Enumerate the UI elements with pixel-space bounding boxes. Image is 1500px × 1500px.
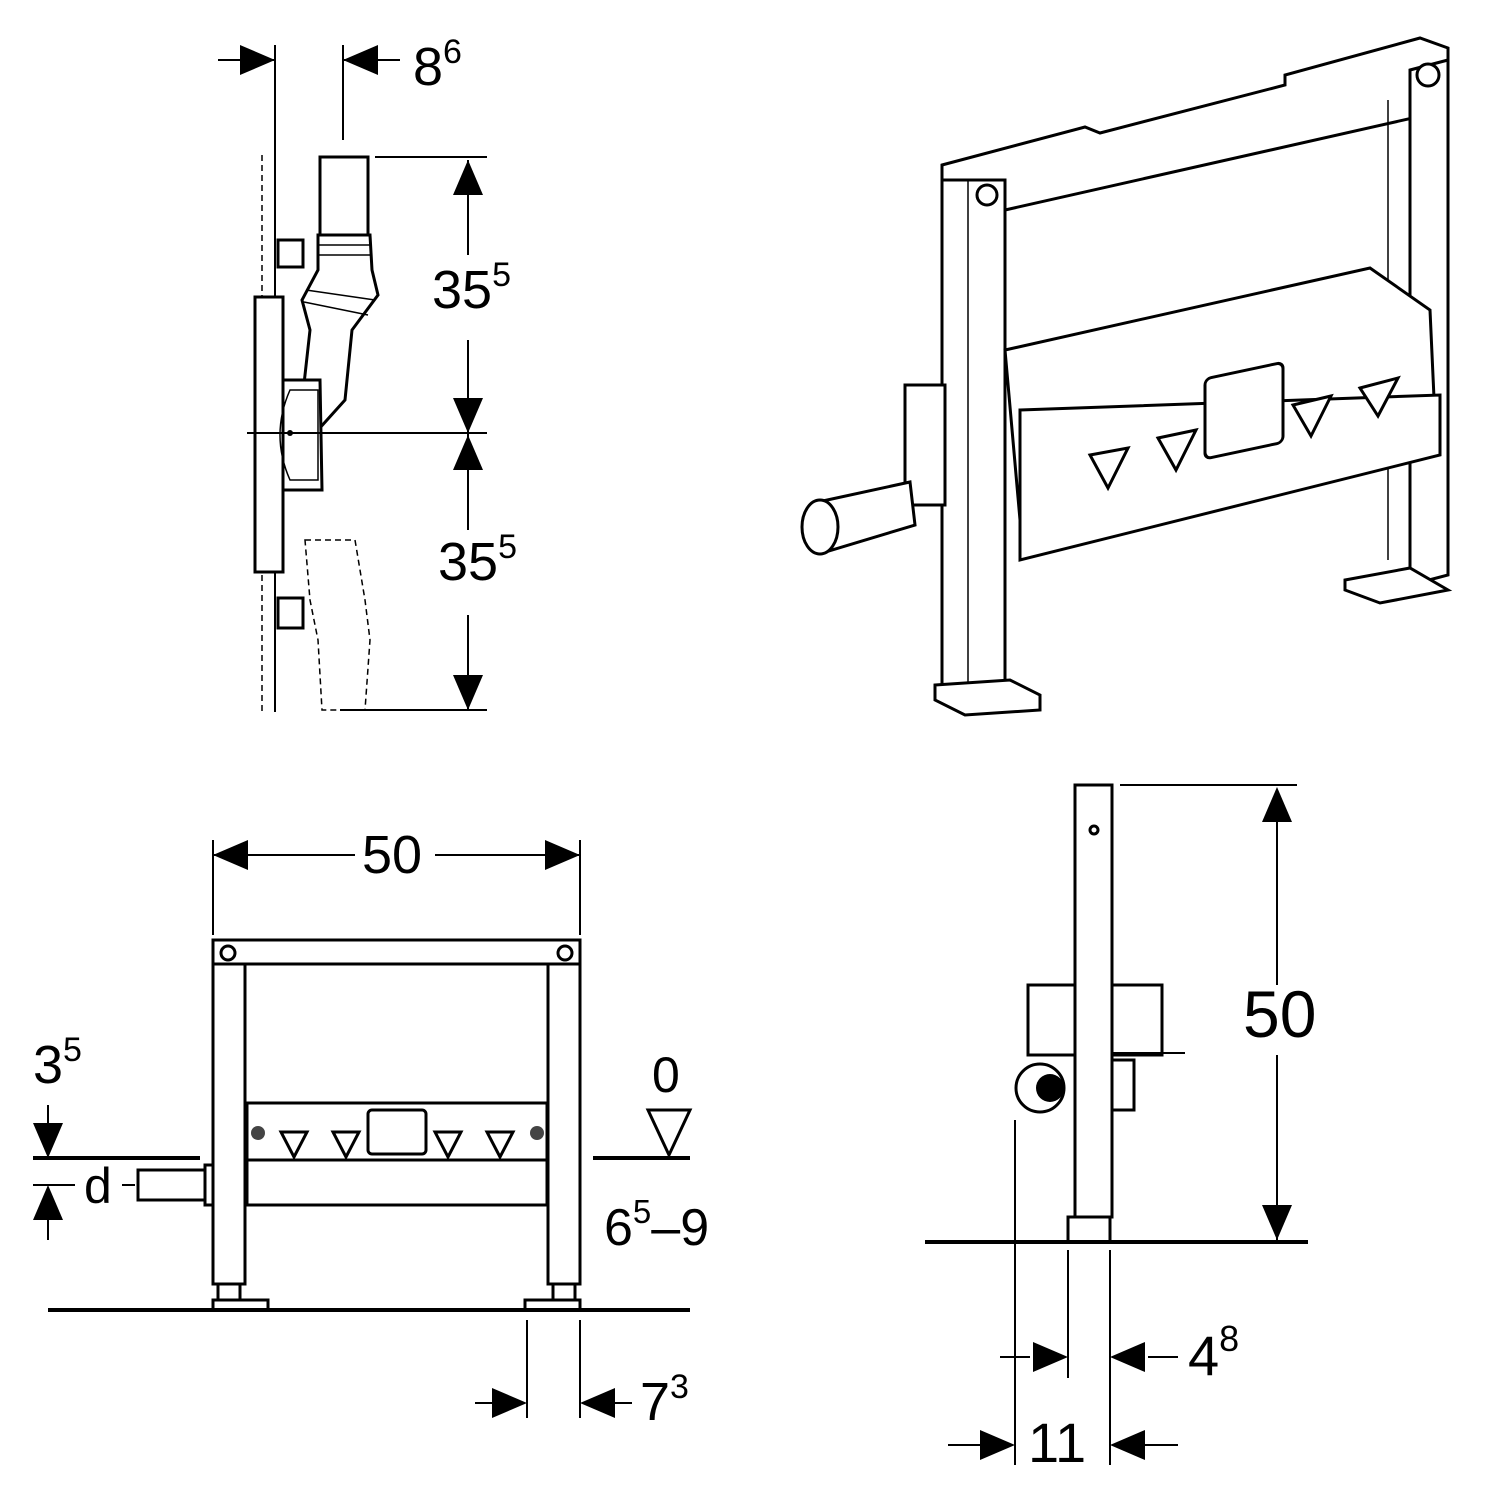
level-zero-label: 0: [652, 1047, 680, 1103]
pipe-opening: [800, 498, 840, 556]
lower-height-dimension-label: 355: [438, 528, 517, 592]
arrowhead-icon: [1262, 787, 1292, 822]
side-view-bottom: 50 48 11: [925, 783, 1316, 1474]
arrowhead-icon: [33, 1123, 63, 1158]
depth-dimension-label: 11: [1028, 1411, 1086, 1474]
foot-dimension-label: 73: [640, 1368, 689, 1432]
box-label-plate: [366, 1108, 428, 1156]
arrowhead-icon: [1262, 1205, 1292, 1240]
front-view: 50 35 d 0 65–9 73: [33, 825, 709, 1432]
right-foot: [1343, 566, 1453, 605]
arrowhead-icon: [453, 435, 483, 470]
frame-right-leg: [546, 962, 582, 1286]
arrowhead-icon: [492, 1388, 527, 1418]
width-dimension-label: 50: [362, 825, 422, 885]
rear-bracket: [1026, 983, 1077, 1057]
frame-left-post: [940, 178, 1007, 687]
side-view-top: 86 355 355: [218, 33, 517, 712]
mounting-box-lower: [245, 1158, 549, 1207]
drain-pipe: [318, 155, 370, 237]
arrowhead-icon: [545, 840, 580, 870]
elbow-ribs: [303, 244, 376, 316]
arrowhead-icon: [213, 840, 248, 870]
alternative-outlet-dashed: [304, 539, 371, 711]
column-dimension-label: 48: [1188, 1318, 1239, 1387]
left-foot: [933, 678, 1042, 717]
front-bracket: [1110, 983, 1164, 1057]
diameter-label: d: [84, 1158, 112, 1214]
arrowhead-icon: [980, 1430, 1015, 1460]
frame-left-leg: [211, 962, 247, 1286]
trap-outlet: [279, 389, 319, 481]
frame-top-rail: [211, 938, 582, 966]
trap-body: [281, 378, 324, 492]
mounting-plate: [253, 295, 285, 574]
level-marks: [278, 1130, 516, 1161]
arrowhead-icon: [580, 1388, 615, 1418]
box-label-plate: [1203, 361, 1285, 460]
upper-height-dimension-label: 355: [432, 256, 511, 320]
arrowhead-icon: [343, 45, 378, 75]
height-dimension-label: 50: [1243, 977, 1316, 1051]
top-offset-dimension-label: 35: [33, 1031, 82, 1095]
dimension-arrows: [33, 45, 1292, 1460]
arrowhead-icon: [240, 45, 275, 75]
wall-bracket-lower: [276, 596, 305, 630]
frame-post: [1073, 783, 1114, 1219]
arrowhead-icon: [33, 1185, 63, 1220]
arrowhead-icon: [453, 675, 483, 710]
post-foot: [1066, 1215, 1112, 1244]
arrowhead-icon: [453, 160, 483, 195]
arrowhead-icon: [1110, 1430, 1145, 1460]
anchor-hole: [1415, 62, 1441, 88]
level-zero-marker: [645, 1108, 693, 1159]
arrowhead-icon: [1033, 1342, 1068, 1372]
arrowhead-icon: [1110, 1342, 1145, 1372]
connection-pipe: [136, 1168, 210, 1202]
mounting-box-front: [1018, 393, 1442, 562]
isometric-view: [800, 36, 1453, 717]
arrowhead-icon: [453, 398, 483, 433]
side-bracket: [903, 383, 947, 507]
anchor-hole: [975, 183, 999, 207]
frame-top-rail: [940, 36, 1450, 212]
offset-dimension-label: 86: [413, 33, 462, 97]
level-marks: [1087, 375, 1401, 492]
wall-bracket-upper: [276, 238, 305, 269]
floor-height-dimension-label: 65–9: [604, 1193, 709, 1257]
